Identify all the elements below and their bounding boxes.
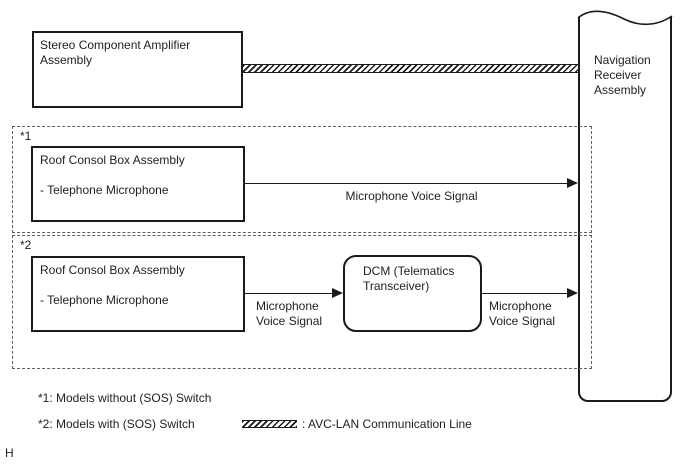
roof-console-box-1: Roof Consol Box Assembly - Telephone Mic…: [31, 146, 245, 222]
dcm-box: DCM (Telematics Transceiver): [343, 255, 482, 332]
stereo-amplifier-label: Stereo Component Amplifier Assembly: [40, 38, 191, 67]
roof-console-2-title: Roof Consol Box Assembly: [40, 263, 185, 277]
mic-voice-2b-label: Microphone Voice Signal: [489, 299, 556, 328]
avc-lan-legend-label: : AVC-LAN Communication Line: [302, 417, 472, 431]
avc-lan-line-icon: [243, 64, 578, 73]
mic-voice-2a-line: [245, 293, 333, 294]
group-2-tag: *2: [20, 238, 32, 252]
page-mark: H: [5, 446, 14, 460]
roof-console-1-title: Roof Consol Box Assembly: [40, 153, 185, 167]
mic-voice-2b-line: [482, 293, 568, 294]
mic-voice-2b-arrowhead-icon: [567, 288, 578, 298]
break-wave-icon: [577, 10, 673, 26]
navigation-receiver-label: Navigation Receiver Assembly: [594, 53, 651, 97]
roof-console-2-sub: - Telephone Microphone: [40, 293, 169, 307]
navigation-receiver-box: Navigation Receiver Assembly: [578, 17, 672, 402]
group-2-dashed-box: [12, 235, 592, 369]
roof-console-box-2: Roof Consol Box Assembly - Telephone Mic…: [31, 256, 245, 332]
mic-voice-2a-arrowhead-icon: [332, 288, 343, 298]
avc-lan-swatch-icon: [242, 420, 297, 428]
mic-voice-1-arrowhead-icon: [567, 178, 578, 188]
group-1-dashed-box: [12, 126, 592, 233]
footnote-1: *1: Models without (SOS) Switch: [38, 391, 212, 405]
mic-voice-1-line: [245, 183, 568, 184]
stereo-amplifier-box: Stereo Component Amplifier Assembly: [32, 31, 243, 108]
group-1-tag: *1: [20, 129, 32, 143]
mic-voice-1-label: Microphone Voice Signal: [345, 189, 478, 203]
footnote-2: *2: Models with (SOS) Switch: [38, 417, 195, 431]
mic-voice-2a-label: Microphone Voice Signal: [256, 299, 323, 328]
roof-console-1-sub: - Telephone Microphone: [40, 183, 169, 197]
dcm-label: DCM (Telematics Transceiver): [363, 264, 455, 293]
